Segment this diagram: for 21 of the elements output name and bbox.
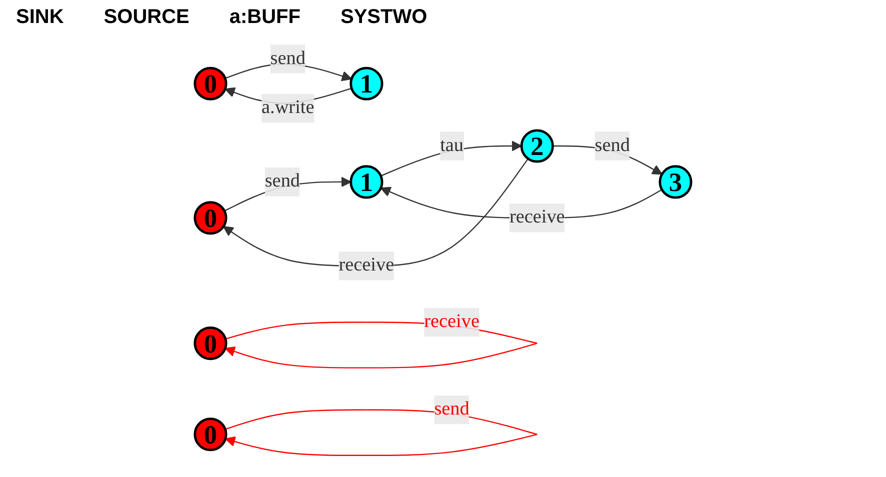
edge-label: send <box>270 48 306 69</box>
edge-label: receive <box>509 207 565 228</box>
diagram-heading: SINK <box>16 6 64 29</box>
node-circle: 3 <box>658 165 692 199</box>
edge-label: tau <box>440 135 464 156</box>
diagram-heading: SOURCE <box>104 6 190 29</box>
node-circle: 1 <box>350 165 384 199</box>
edge-label: receive <box>338 255 394 276</box>
node-circle: 0 <box>194 418 228 452</box>
node-circle: 1 <box>350 66 384 100</box>
edge-label: a.write <box>262 98 314 118</box>
node-circle: 0 <box>194 201 228 235</box>
edge-label: send <box>264 171 300 192</box>
edge-label: send <box>434 399 470 420</box>
diagram-heading: SYSTWO <box>340 6 428 29</box>
edge-label: send <box>594 135 630 156</box>
node-circle: 0 <box>194 66 228 100</box>
edge-label: receive <box>424 311 480 332</box>
node-circle: 2 <box>520 129 554 163</box>
node-circle: 0 <box>194 326 228 360</box>
diagram-heading: a:BUFF <box>229 6 300 29</box>
